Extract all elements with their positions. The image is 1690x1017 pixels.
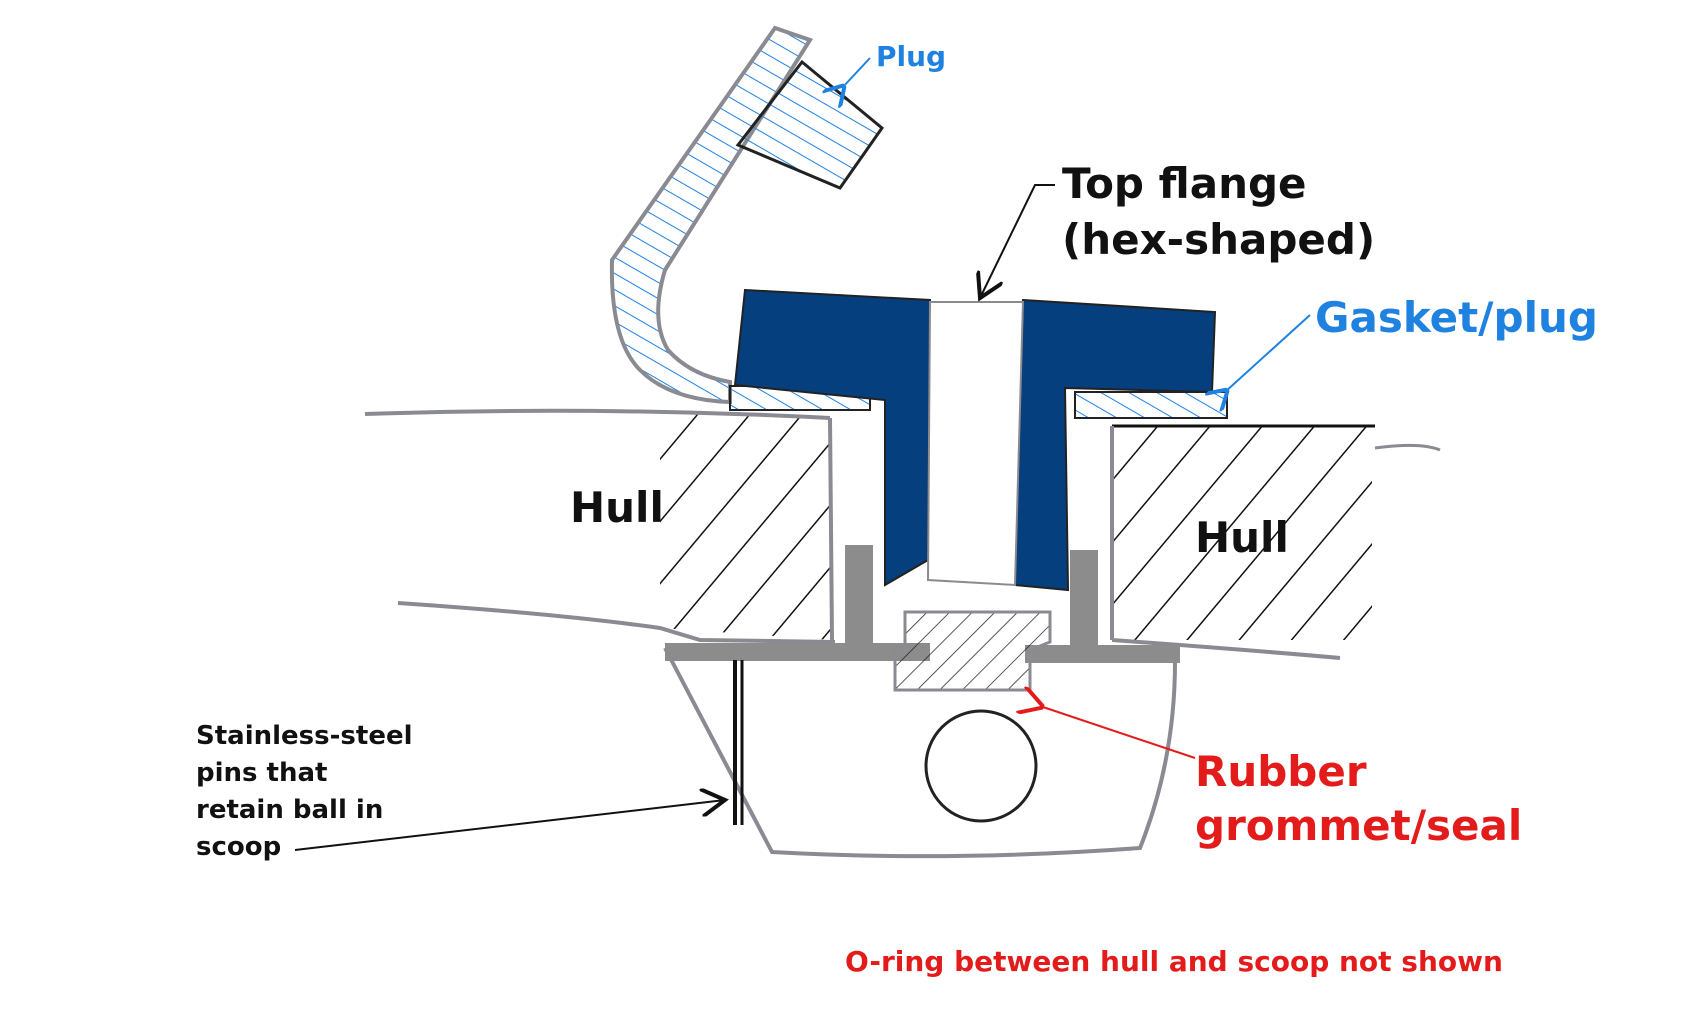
pins-label-line2: pins that <box>196 758 327 788</box>
leader-lines <box>294 57 1311 851</box>
pins-label-line3: retain ball in <box>196 795 383 825</box>
top-flange-label-line1: Top flange <box>1062 159 1307 208</box>
pins-label-line4: scoop <box>196 832 281 862</box>
top-flange-part <box>733 288 1217 592</box>
plug-part <box>609 25 885 405</box>
plug-label: Plug <box>876 40 946 73</box>
hull-right-label: Hull <box>1195 513 1289 562</box>
hull-right-section <box>1110 424 1441 660</box>
gasket-plug-label: Gasket/plug <box>1315 293 1598 342</box>
rubber-grommet-part <box>893 610 1052 692</box>
pins-label-line1: Stainless-steel <box>196 721 413 751</box>
rubber-grommet-label-line1: Rubber <box>1195 747 1367 796</box>
top-flange-label-line2: (hex-shaped) <box>1062 215 1375 264</box>
rubber-grommet-label-line2: grommet/seal <box>1195 801 1522 850</box>
scoop-housing <box>663 545 1180 859</box>
hull-left-label: Hull <box>570 483 664 532</box>
footnote-label: O-ring between hull and scoop not shown <box>845 945 1503 978</box>
hull-left-section <box>364 408 836 644</box>
